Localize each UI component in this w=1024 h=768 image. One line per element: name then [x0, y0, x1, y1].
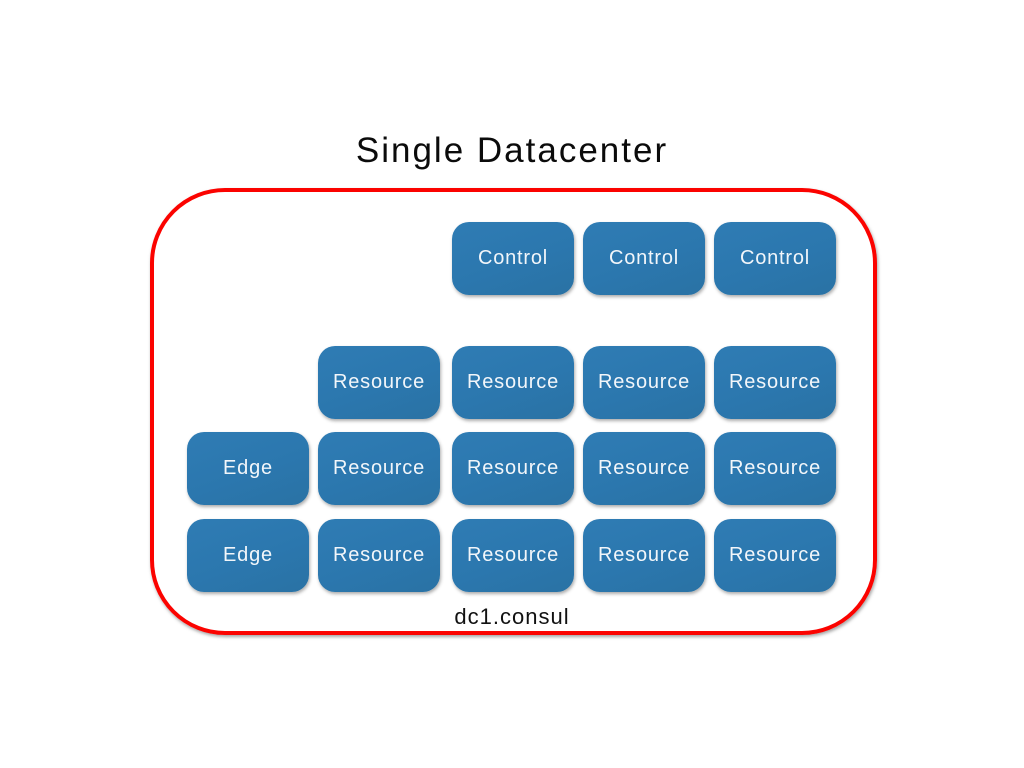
control-node: Control [714, 222, 836, 295]
datacenter-boundary [150, 188, 877, 635]
datacenter-label: dc1.consul [454, 604, 570, 629]
resource-node: Resource [583, 519, 705, 592]
slide-title: Single Datacenter [355, 131, 669, 170]
control-node: Control [452, 222, 574, 295]
edge-node: Edge [187, 519, 309, 592]
control-node: Control [583, 222, 705, 295]
edge-node: Edge [187, 432, 309, 505]
resource-node: Resource [452, 432, 574, 505]
resource-node: Resource [714, 432, 836, 505]
resource-node: Resource [318, 432, 440, 505]
resource-node: Resource [318, 346, 440, 419]
resource-node: Resource [714, 346, 836, 419]
resource-node: Resource [583, 432, 705, 505]
resource-node: Resource [583, 346, 705, 419]
resource-node: Resource [318, 519, 440, 592]
resource-node: Resource [714, 519, 836, 592]
resource-node: Resource [452, 346, 574, 419]
resource-node: Resource [452, 519, 574, 592]
